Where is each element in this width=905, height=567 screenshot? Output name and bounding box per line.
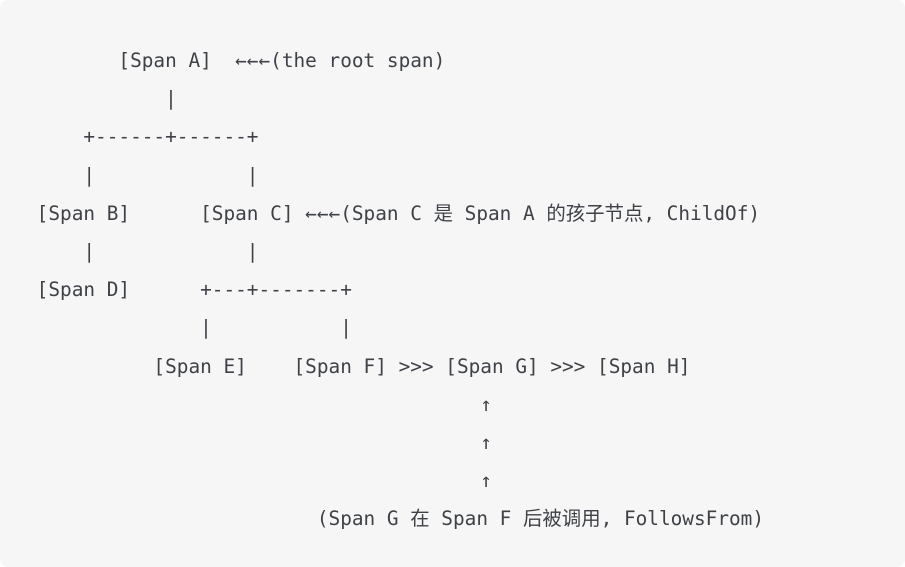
diagram-line-up-arrow: ↑: [25, 430, 492, 454]
diagram-line-connector: | |: [25, 316, 352, 340]
diagram-line-up-arrow: ↑: [25, 469, 492, 493]
diagram-line-followsfrom-note: (Span G 在 Span F 后被调用, FollowsFrom): [25, 507, 765, 531]
diagram-line-span-d-branch-c: [Span D] +---+-------+: [25, 278, 352, 302]
diagram-line-branch-a: +------+------+: [25, 125, 259, 149]
diagram-line-span-e-f-g-h: [Span E] [Span F] >>> [Span G] >>> [Span…: [25, 354, 691, 378]
diagram-line-up-arrow: ↑: [25, 392, 492, 416]
diagram-line-connector: | |: [25, 239, 259, 263]
span-tree-ascii-diagram: [Span A] ←←←(the root span) | +------+--…: [25, 42, 895, 538]
diagram-line-connector: | |: [25, 163, 259, 187]
diagram-line-span-b-c: [Span B] [Span C] ←←←(Span C 是 Span A 的孩…: [25, 201, 761, 225]
diagram-line-span-a: [Span A] ←←←(the root span): [25, 49, 446, 72]
diagram-line-connector: |: [25, 87, 177, 111]
